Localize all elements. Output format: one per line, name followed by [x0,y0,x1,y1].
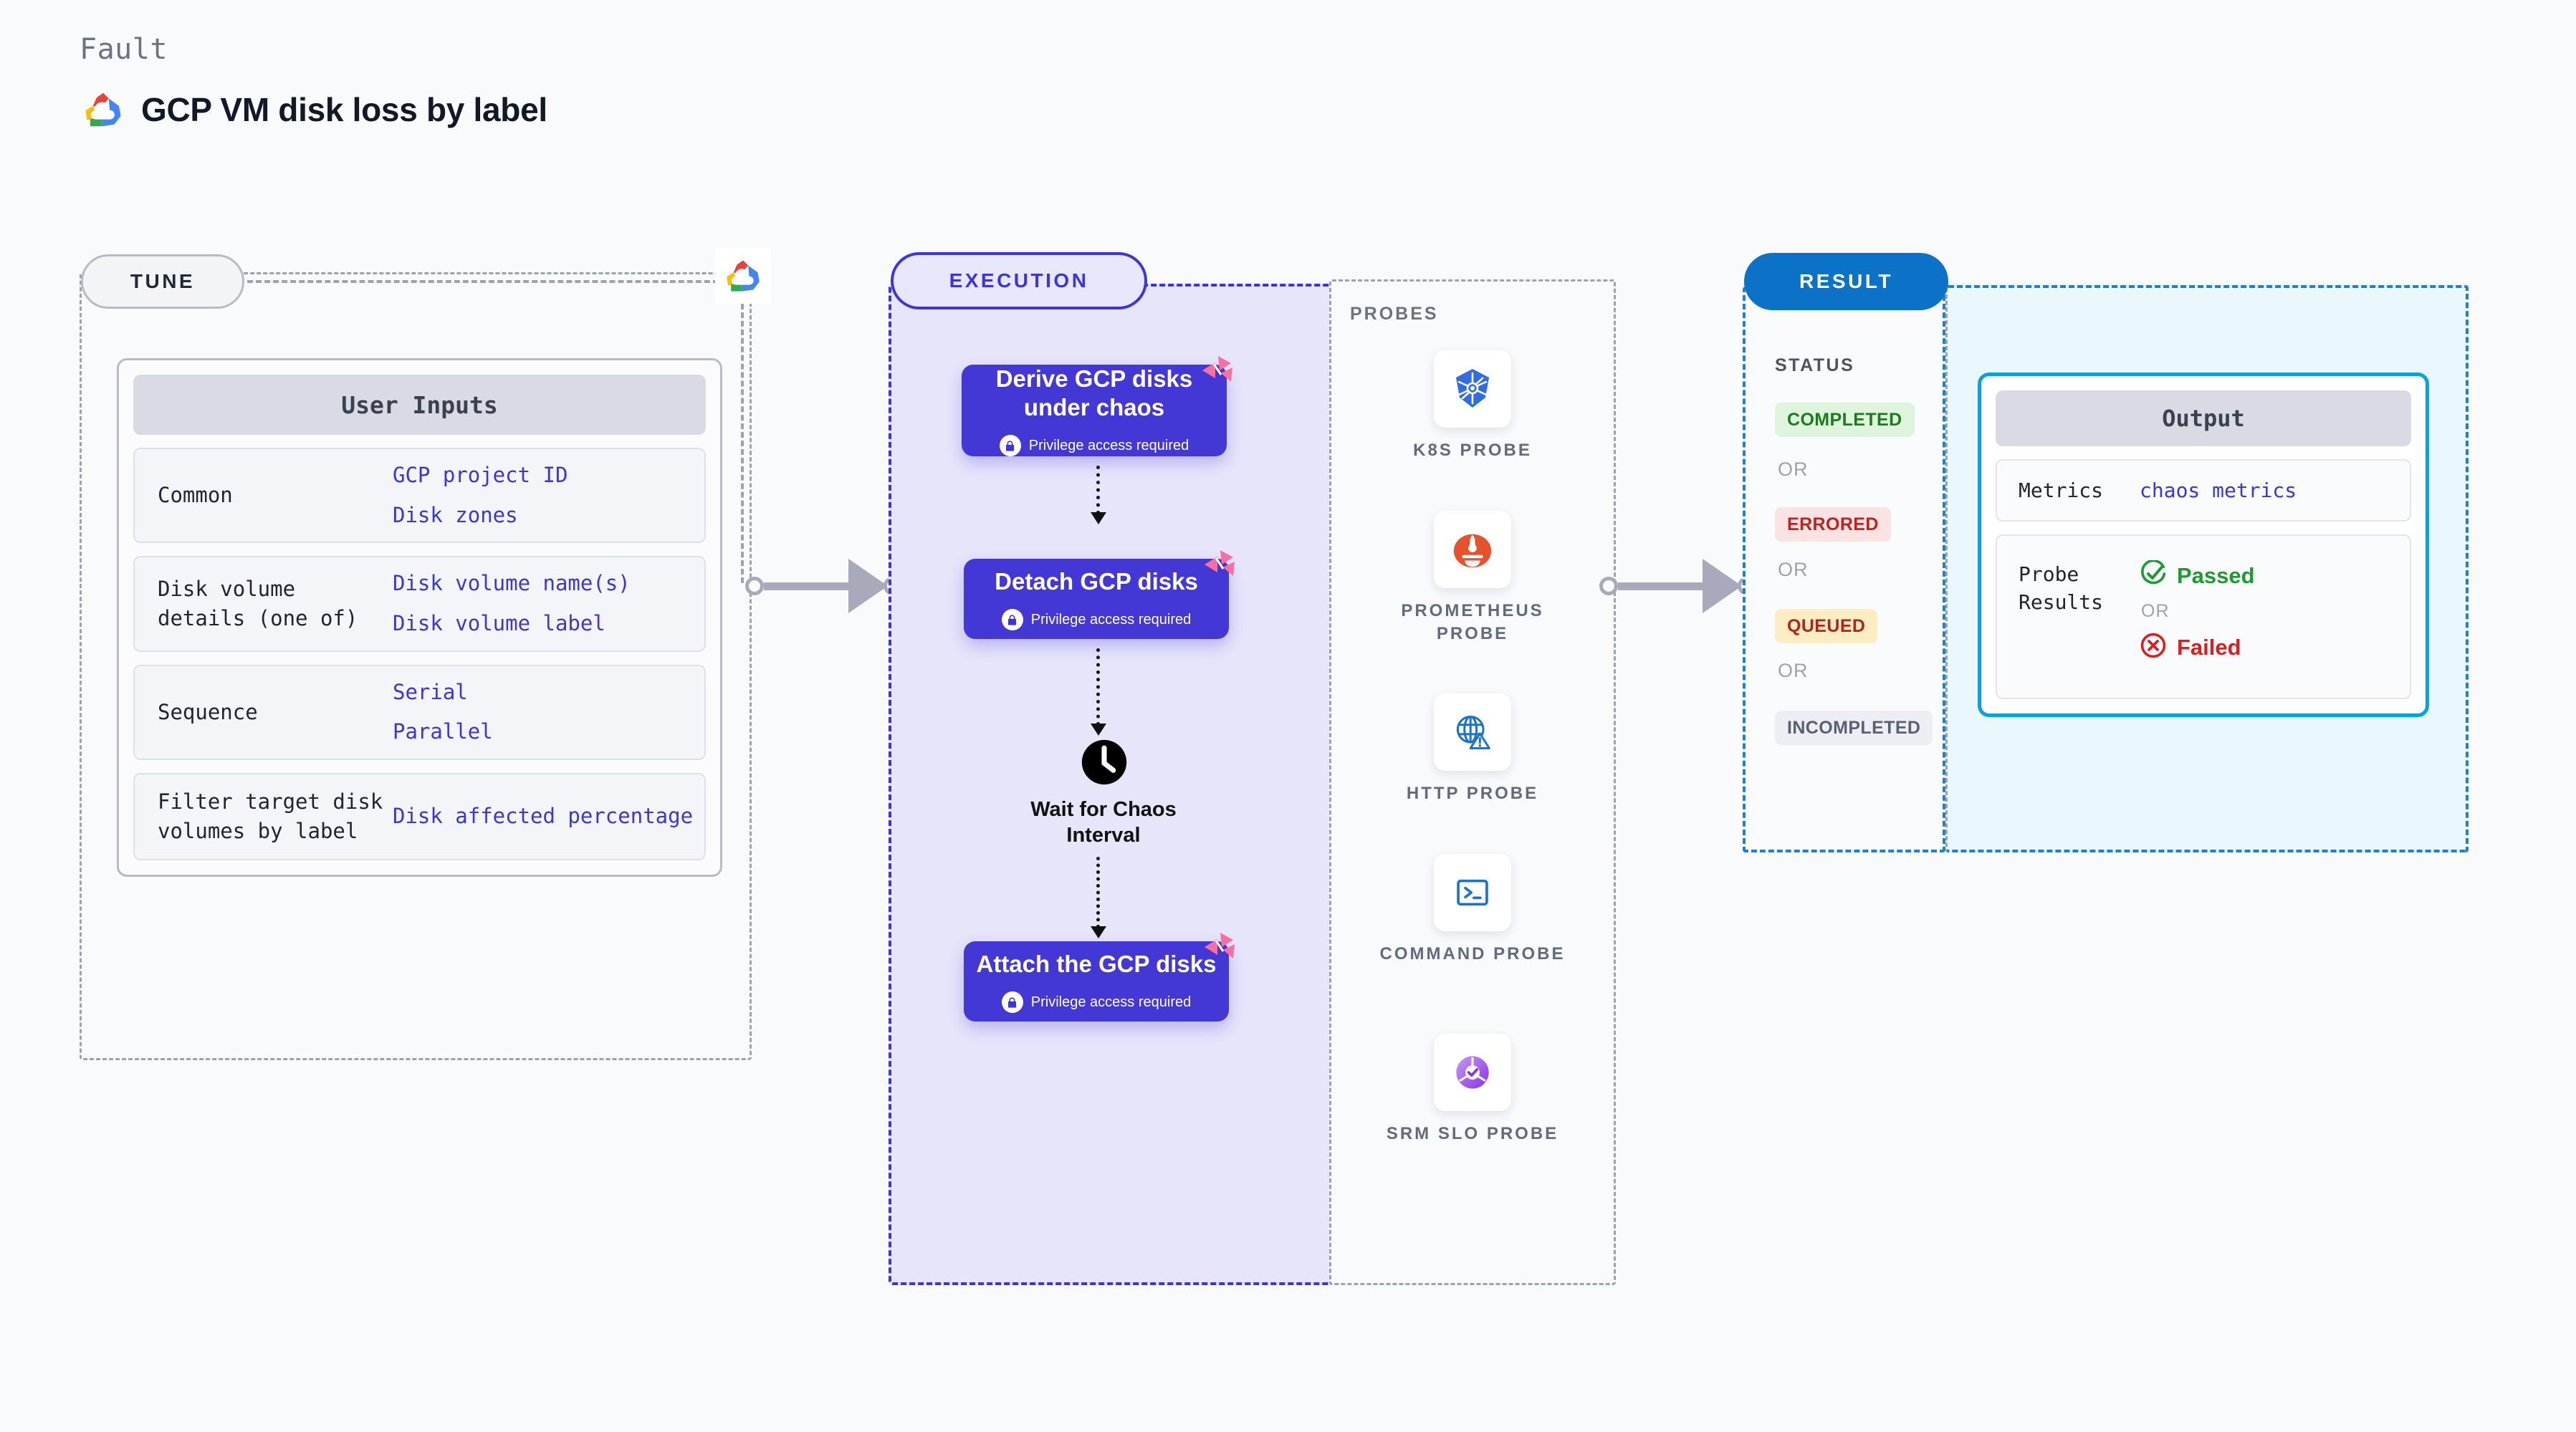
slo-donut-icon [1434,1034,1511,1111]
connector-tune-to-execution [745,559,902,613]
probe-label: HTTP PROBE [1406,784,1539,803]
x-circle-icon [2140,632,2167,663]
user-input-row[interactable]: Filter target disk volumes by label Disk… [133,773,706,861]
probe-label: PROMETHEUS PROBE [1401,601,1544,644]
probe-item-prometheus[interactable]: PROMETHEUS PROBE [1365,511,1580,645]
probe-label: SRM SLO PROBE [1386,1124,1559,1143]
input-value[interactable]: Disk volume name(s) [393,571,631,596]
probes-title: PROBES [1350,304,1439,324]
tune-stage-badge[interactable]: TUNE [81,254,244,309]
connector-start-dot [1599,577,1618,595]
connector-arrowhead [1703,559,1742,613]
probe-label: K8S PROBE [1413,441,1532,460]
status-or-label: OR [1778,458,1809,480]
probe-item-srm-slo[interactable]: SRM SLO PROBE [1365,1034,1580,1145]
page-title: GCP VM disk loss by label [141,91,547,128]
check-circle-icon [2140,559,2167,591]
privilege-notice: Privilege access required [1001,991,1192,1014]
status-badge-incompleted[interactable]: INCOMPLETED [1775,711,1933,745]
output-row-label: Metrics [2019,479,2104,502]
probe-result-label: Passed [2177,562,2255,588]
flow-arrow [1091,648,1106,736]
flow-arrow [1091,857,1106,938]
tune-connector-dashes [247,280,727,283]
page-title-row: GCP VM disk loss by label [81,90,547,129]
output-row-label: Probe Results [2019,562,2104,615]
input-value[interactable]: Parallel [393,719,493,744]
probes-region [1329,279,1616,1285]
probe-result-or: OR [2141,601,2170,622]
lock-icon [1001,609,1023,631]
status-title: STATUS [1775,355,1855,375]
probe-result-failed: Failed [2140,632,2400,663]
privilege-text: Privilege access required [1030,994,1192,1010]
probe-item-command[interactable]: COMMAND PROBE [1365,854,1580,966]
execution-node-title: Attach the GCP disks [976,950,1217,977]
terminal-icon [1434,854,1511,931]
privilege-notice: Privilege access required [999,435,1189,457]
wait-step-label: Wait for Chaos Interval [1030,798,1177,847]
tune-logo-drop-line [741,304,744,583]
probe-item-k8s[interactable]: K8S PROBE [1365,350,1580,462]
connector-line [764,582,850,590]
gcp-logo-icon [81,91,125,128]
output-card: Output Metrics chaos metrics Probe Resul… [1978,373,2429,718]
clock-icon [1080,738,1129,787]
output-row-metrics[interactable]: Metrics chaos metrics [1996,459,2411,522]
privilege-text: Privilege access required [1030,611,1192,628]
input-value[interactable]: Disk volume label [393,611,605,636]
input-value[interactable]: Serial [393,679,468,704]
chaos-ribbon-icon [1202,930,1237,966]
connector-start-dot [745,577,764,595]
user-inputs-title: User Inputs [133,375,706,435]
execution-node-title: Detach GCP disks [995,567,1198,595]
execution-node-attach[interactable]: Attach the GCP disks Privilege access re… [964,933,1235,1022]
fault-kicker-label: Fault [80,33,168,66]
execution-node-detach[interactable]: Detach GCP disks Privilege access requir… [964,550,1235,639]
output-row-probe-results[interactable]: Probe Results Passed OR [1996,534,2411,700]
globe-warning-icon [1434,693,1511,771]
probe-item-http[interactable]: HTTP PROBE [1365,693,1580,805]
execution-stage-badge[interactable]: EXECUTION [891,252,1147,309]
input-row-label: Sequence [158,699,258,724]
input-value[interactable]: Disk affected percentage [393,804,694,829]
privilege-notice: Privilege access required [1001,609,1192,631]
result-status-region [1743,287,1945,852]
connector-arrowhead [848,559,888,613]
result-stage-badge[interactable]: RESULT [1744,253,1948,310]
chaos-ribbon-icon [1202,547,1237,583]
input-row-label: Filter target disk volumes by label [158,789,383,844]
chaos-ribbon-icon [1200,353,1235,389]
prometheus-icon [1434,511,1511,588]
input-row-label: Disk volume details (one of) [158,576,358,631]
connector-execution-to-result [1599,559,1756,613]
user-input-row[interactable]: Common GCP project ID Disk zones [133,448,706,544]
probe-label: COMMAND PROBE [1379,944,1566,964]
metrics-value[interactable]: chaos metrics [2140,479,2297,503]
kubernetes-icon [1434,350,1511,428]
status-badge-queued[interactable]: QUEUED [1775,609,1878,643]
probe-result-passed: Passed [2140,559,2400,591]
execution-node-title: Derive GCP disks under chaos [995,365,1193,421]
gcp-logo-icon [715,248,771,304]
lock-icon [999,435,1021,457]
input-value[interactable]: GCP project ID [393,463,568,487]
lock-icon [1001,991,1023,1014]
status-or-label: OR [1778,660,1809,681]
privilege-text: Privilege access required [1028,437,1189,453]
user-input-row[interactable]: Sequence Serial Parallel [133,664,706,761]
input-row-label: Common [158,483,233,508]
status-badge-completed[interactable]: COMPLETED [1775,403,1915,437]
flow-arrow [1091,466,1106,524]
output-title: Output [1996,390,2411,446]
input-value[interactable]: Disk zones [393,502,518,527]
probe-result-label: Failed [2177,634,2241,660]
execution-node-derive[interactable]: Derive GCP disks under chaos Privilege a… [962,356,1232,457]
status-or-label: OR [1778,559,1809,580]
user-input-row[interactable]: Disk volume details (one of) Disk volume… [133,556,706,652]
connector-line [1618,582,1704,590]
status-badge-errored[interactable]: ERRORED [1775,507,1891,542]
user-inputs-card: User Inputs Common GCP project ID Disk z… [117,358,722,878]
